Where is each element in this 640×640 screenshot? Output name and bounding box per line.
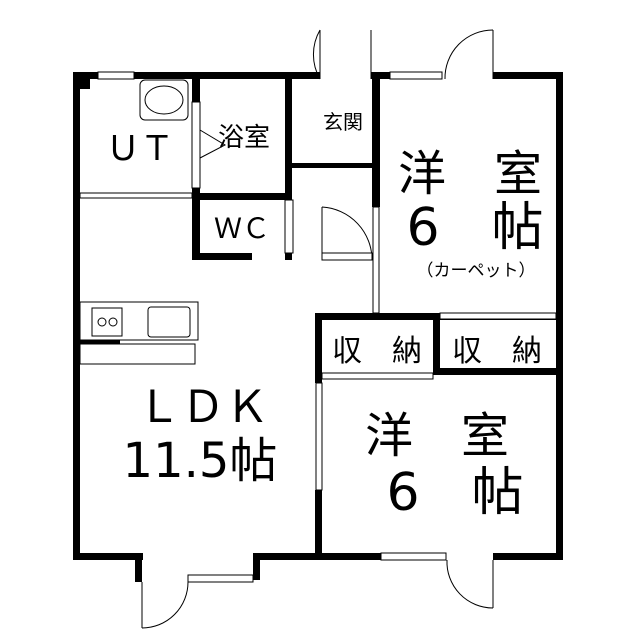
walls	[73, 72, 563, 582]
room-size-western-2: 6 帖	[386, 463, 523, 523]
room-label-western-1: 洋 室	[398, 146, 542, 202]
washbasin-icon	[139, 79, 189, 121]
windows	[79, 71, 557, 583]
room-label-wc: ＷＣ	[214, 212, 270, 245]
room-label-entrance: 玄関	[323, 110, 363, 134]
sink-icon	[147, 306, 191, 338]
room-label-ldk: ＬＤＫ	[137, 382, 269, 433]
fixtures	[79, 79, 199, 365]
doors	[141, 29, 494, 629]
room-label-ut: ＵＴ	[106, 129, 174, 169]
room-size-ldk: 11.5帖	[123, 433, 278, 489]
room-note-western-1: （カーペット）	[417, 261, 536, 281]
kitchen-counter	[79, 301, 199, 341]
stove-icon	[91, 307, 123, 337]
room-size-western-1: 6 帖	[406, 198, 543, 258]
room-label-storage-1: 収 納	[332, 334, 422, 369]
room-label-western-2: 洋 室	[365, 408, 509, 464]
room-label-storage-2: 収 納	[452, 334, 542, 369]
room-label-bath: 浴室	[218, 123, 270, 153]
